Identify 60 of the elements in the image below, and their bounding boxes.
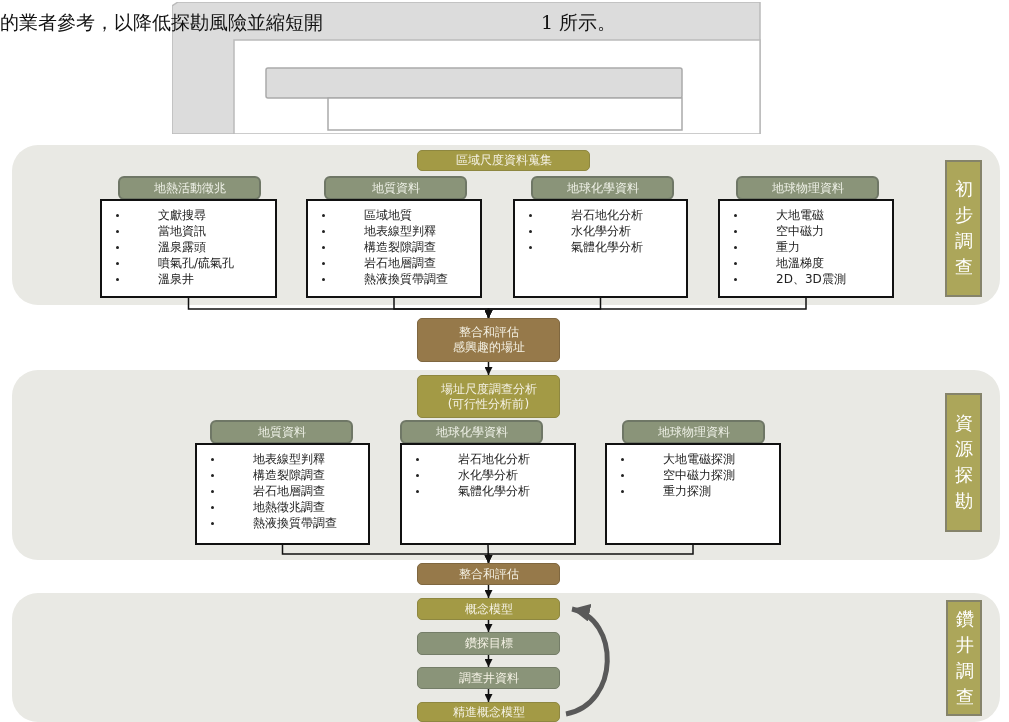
card-header: 地球化學資料 [531,176,674,200]
arrow [484,544,694,564]
list-item: 文獻搜尋 [102,207,275,223]
list-item: 熱液換質帶調查 [197,515,368,531]
card-header: 地熱活動徵兆 [118,176,261,200]
arrow [484,688,493,703]
arrow [484,361,493,376]
list-item: 岩石地化分析 [515,207,686,223]
side-label-box: 鑽井調查 [946,600,982,716]
list-item: 水化學分析 [402,467,574,483]
side-label-box: 初步調查 [945,160,982,297]
process-box: 整合和評估 [417,563,560,585]
process-box: 精進概念模型 [417,702,560,722]
background-panel [12,370,1000,560]
list-item: 2D、3D震測 [720,271,892,287]
list-item: 構造裂隙調查 [197,467,368,483]
process-box: 整合和評估 感興趣的場址 [417,318,560,362]
list-item: 大地電磁 [720,207,892,223]
card-header: 地球物理資料 [622,420,765,444]
background-panel [12,145,1000,305]
list-item: 大地電磁探測 [607,451,779,467]
process-box: 調查井資料 [417,667,560,689]
list-item: 地熱徵兆調查 [197,499,368,515]
list-item: 熱液換質帶調查 [308,271,480,287]
background-panel [12,593,1000,722]
card-header: 地質資料 [324,176,467,200]
body-text: 1 所示。 [541,10,617,35]
process-box: 概念模型 [417,598,560,620]
list-item: 水化學分析 [515,223,686,239]
list-item: 地表線型判釋 [308,223,480,239]
arrow [484,654,493,668]
card-header: 地質資料 [210,420,353,444]
list-item: 岩石地化分析 [402,451,574,467]
process-box: 鑽探目標 [417,632,560,655]
arrow [484,584,493,599]
card-header: 地球化學資料 [400,420,543,444]
list-item: 地表線型判釋 [197,451,368,467]
side-label-box: 資源探勘 [945,393,982,532]
process-box: 場址尺度調查分析 (可行性分析前) [417,375,560,418]
feedback-arrow [565,606,610,717]
list-item: 溫泉露頭 [102,239,275,255]
list-item: 空中磁力 [720,223,892,239]
card-header: 地球物理資料 [736,176,879,200]
list-item: 區域地質 [308,207,480,223]
list-item: 當地資訊 [102,223,275,239]
arrow [484,619,493,633]
list-item: 氣體化學分析 [402,483,574,499]
list-item: 氣體化學分析 [515,239,686,255]
list-item: 重力 [720,239,892,255]
arrow [484,297,807,319]
list-item: 構造裂隙調查 [308,239,480,255]
list-item: 岩石地層調查 [197,483,368,499]
list-item: 岩石地層調查 [308,255,480,271]
list-item: 空中磁力探測 [607,467,779,483]
list-item: 噴氣孔/硫氣孔 [102,255,275,271]
process-box: 區域尺度資料蒐集 [417,150,590,171]
list-item: 重力探測 [607,483,779,499]
list-item: 溫泉井 [102,271,275,287]
list-item: 地溫梯度 [720,255,892,271]
body-text: 的業者參考，以降低探勘風險並縮短開 [0,10,323,35]
